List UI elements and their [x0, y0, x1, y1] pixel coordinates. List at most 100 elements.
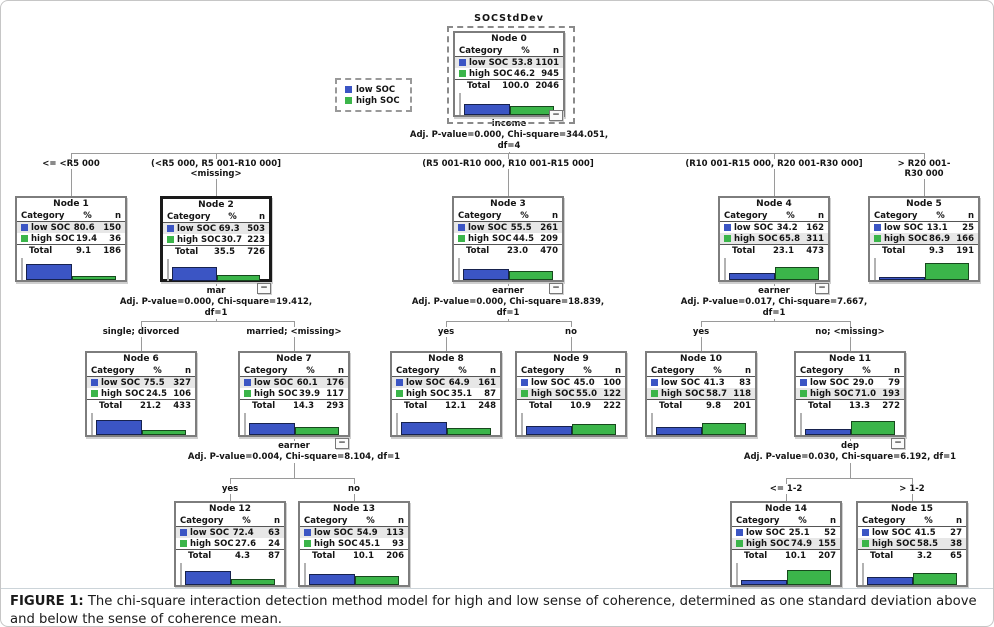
branch-label-income: <= <R5 000: [40, 159, 102, 170]
category-percent: 64.9: [448, 377, 470, 388]
total-n: 191: [956, 246, 974, 256]
header-category: Category: [21, 210, 65, 221]
category-cell: low SOC: [736, 528, 785, 538]
category-label: high SOC: [314, 538, 358, 549]
split-stats: Adj. P-value=0.000, Chi-square=19.412, d…: [119, 297, 313, 319]
low-soc-bar: [463, 269, 509, 280]
category-label: high SOC: [468, 233, 512, 244]
category-n: 83: [739, 377, 751, 388]
category-label: high SOC: [810, 388, 854, 399]
high-soc-bar: [787, 570, 831, 585]
low-soc-bar: [741, 580, 787, 585]
total-label: Total: [870, 551, 894, 561]
total-label: Total: [252, 401, 276, 411]
category-cell: high SOC: [458, 234, 512, 244]
collapse-node-11-button[interactable]: −: [891, 438, 905, 449]
header-percent: %: [153, 365, 162, 376]
high-soc-bar: [775, 267, 819, 280]
header-category: Category: [800, 365, 844, 376]
high-soc-swatch-icon: [651, 390, 658, 397]
split-variable: dep: [841, 441, 859, 451]
header-n: n: [273, 515, 280, 526]
total-percent: 23.0: [507, 246, 528, 256]
category-cell: high SOC: [91, 389, 145, 399]
header-percent: %: [366, 515, 375, 526]
collapse-node-2-button[interactable]: −: [257, 283, 271, 294]
low-soc-swatch-icon: [521, 379, 528, 386]
total-percent: 100.0: [502, 81, 529, 91]
tree-root-variable-label: SOCStdDev: [474, 13, 544, 24]
header-n: n: [817, 210, 824, 221]
high-soc-swatch-icon: [167, 236, 174, 243]
total-label: Total: [188, 551, 212, 561]
category-cell: low SOC: [651, 378, 700, 388]
low-soc-bar: [867, 577, 913, 585]
legend-item-label: low SOC: [356, 84, 396, 95]
category-percent: 60.1: [296, 377, 318, 388]
category-n: 209: [540, 233, 558, 244]
collapse-node-7-button[interactable]: −: [335, 438, 349, 449]
total-n: 207: [818, 551, 836, 561]
total-n: 87: [268, 551, 280, 561]
total-n: 2046: [535, 81, 559, 91]
category-cell: low SOC: [724, 223, 773, 233]
total-percent: 4.3: [234, 551, 250, 561]
total-n: 206: [386, 551, 404, 561]
category-percent: 34.2: [776, 222, 798, 233]
category-label: high SOC: [872, 538, 916, 549]
node-title: Node 1: [53, 199, 89, 209]
category-n: 38: [950, 538, 962, 549]
header-n: n: [397, 515, 404, 526]
node-bar-chart: [459, 93, 559, 115]
collapse-node-3-button[interactable]: −: [549, 283, 563, 294]
split-stats: Adj. P-value=0.017, Chi-square=7.667, df…: [680, 297, 868, 319]
node-bar-chart: [21, 258, 121, 280]
branch-label-mar: single; divorced: [100, 327, 182, 338]
node-table-header: Category%n: [163, 211, 269, 223]
category-cell: high SOC: [862, 539, 916, 549]
category-n: 327: [173, 377, 191, 388]
total-n: 222: [603, 401, 621, 411]
total-percent: 9.1: [75, 246, 91, 256]
collapse-node-0-button[interactable]: −: [549, 110, 563, 121]
split-stats: Adj. P-value=0.030, Chi-square=6.192, df…: [743, 452, 957, 463]
category-cell: low SOC: [167, 224, 216, 234]
collapse-node-4-button[interactable]: −: [815, 283, 829, 294]
low-soc-bar: [309, 574, 355, 585]
category-percent: 30.7: [221, 234, 243, 245]
category-percent: 19.4: [76, 233, 98, 244]
node-bar-chart: [458, 258, 558, 280]
header-n: n: [551, 210, 558, 221]
high-soc-swatch-icon: [21, 235, 28, 242]
low-soc-swatch-icon: [304, 529, 311, 536]
node-table-header: Category%n: [176, 515, 284, 527]
